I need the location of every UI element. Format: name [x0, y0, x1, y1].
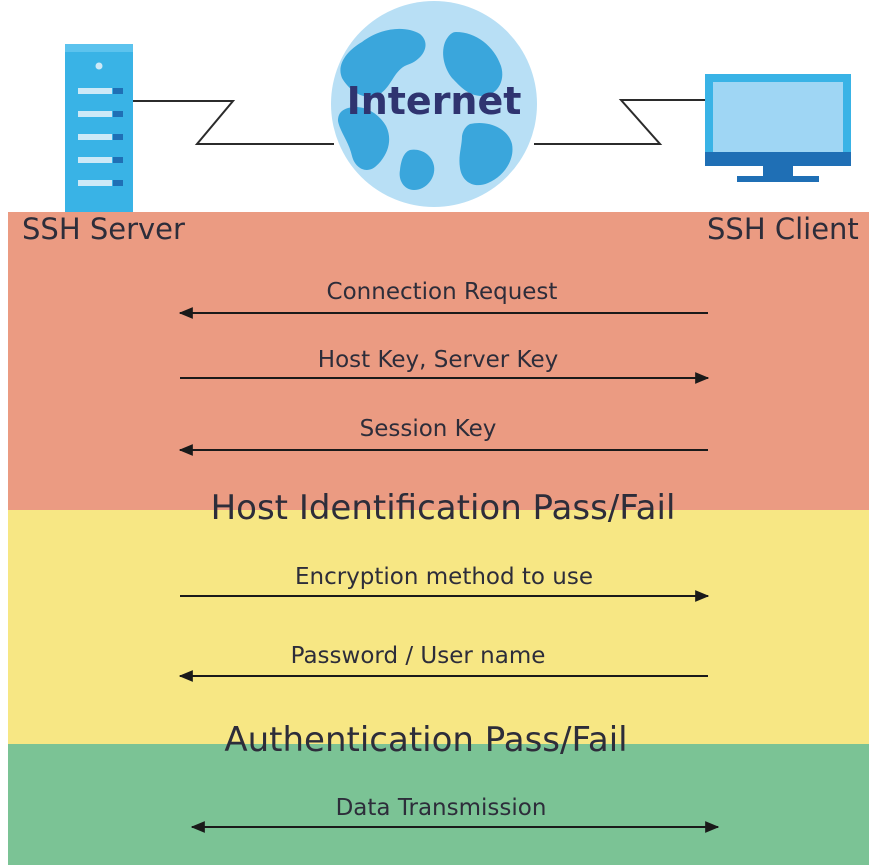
- host-phase-band: [8, 212, 869, 510]
- ssh-client-label: SSH Client: [707, 212, 859, 246]
- connection-request-label: Connection Request: [326, 279, 558, 305]
- server-link: [133, 100, 334, 145]
- monitor-icon: [705, 74, 851, 182]
- ssh-server-label: SSH Server: [22, 212, 185, 246]
- session-key-label: Session Key: [359, 416, 497, 442]
- encryption-method-label: Encryption method to use: [294, 564, 594, 590]
- password-user-label: Password / User name: [290, 643, 546, 669]
- host-identification-label: Host Identification Pass/Fail: [210, 488, 676, 528]
- server-icon: [65, 44, 133, 212]
- network-illustration: Internet: [65, 1, 851, 212]
- client-link: [534, 99, 707, 145]
- host-server-key-label: Host Key, Server Key: [317, 347, 559, 373]
- data-transmission-label: Data Transmission: [335, 795, 547, 821]
- internet-label: Internet: [347, 79, 522, 123]
- globe-icon: [331, 1, 537, 207]
- auth-phase-band: [8, 510, 869, 744]
- authentication-label: Authentication Pass/Fail: [224, 720, 628, 760]
- data-phase-band: [8, 744, 869, 865]
